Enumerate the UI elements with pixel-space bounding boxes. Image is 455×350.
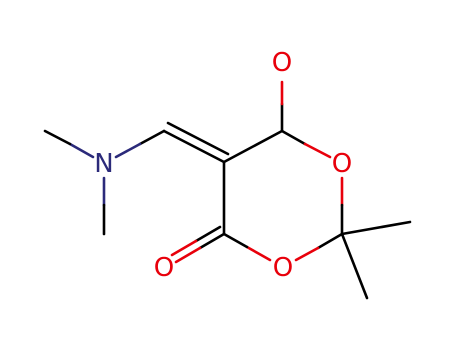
atom-o-ring-right: O [332,149,352,179]
bond-c-o-left-double [170,225,226,264]
bonds [43,80,412,300]
bond-c5-c-upper [222,129,284,164]
bond-ch-n [114,129,166,159]
bond-c5-ch-double [162,121,230,164]
bond-c-o-ring-right [280,129,332,159]
atom-labels: O O O O N [94,48,352,283]
bond-o-ring-bottom-c [222,232,272,262]
bond-cme2-o-ring-bottom [294,232,344,262]
atom-o-top: O [272,48,292,78]
bond-cme2-methyl-right [340,220,412,236]
atom-o-left: O [154,253,174,283]
bond-n-methyl-left [43,129,95,159]
atom-n: N [94,149,113,179]
atom-o-ring-bottom: O [273,253,293,283]
bond-cme2-methyl-down [340,232,369,300]
